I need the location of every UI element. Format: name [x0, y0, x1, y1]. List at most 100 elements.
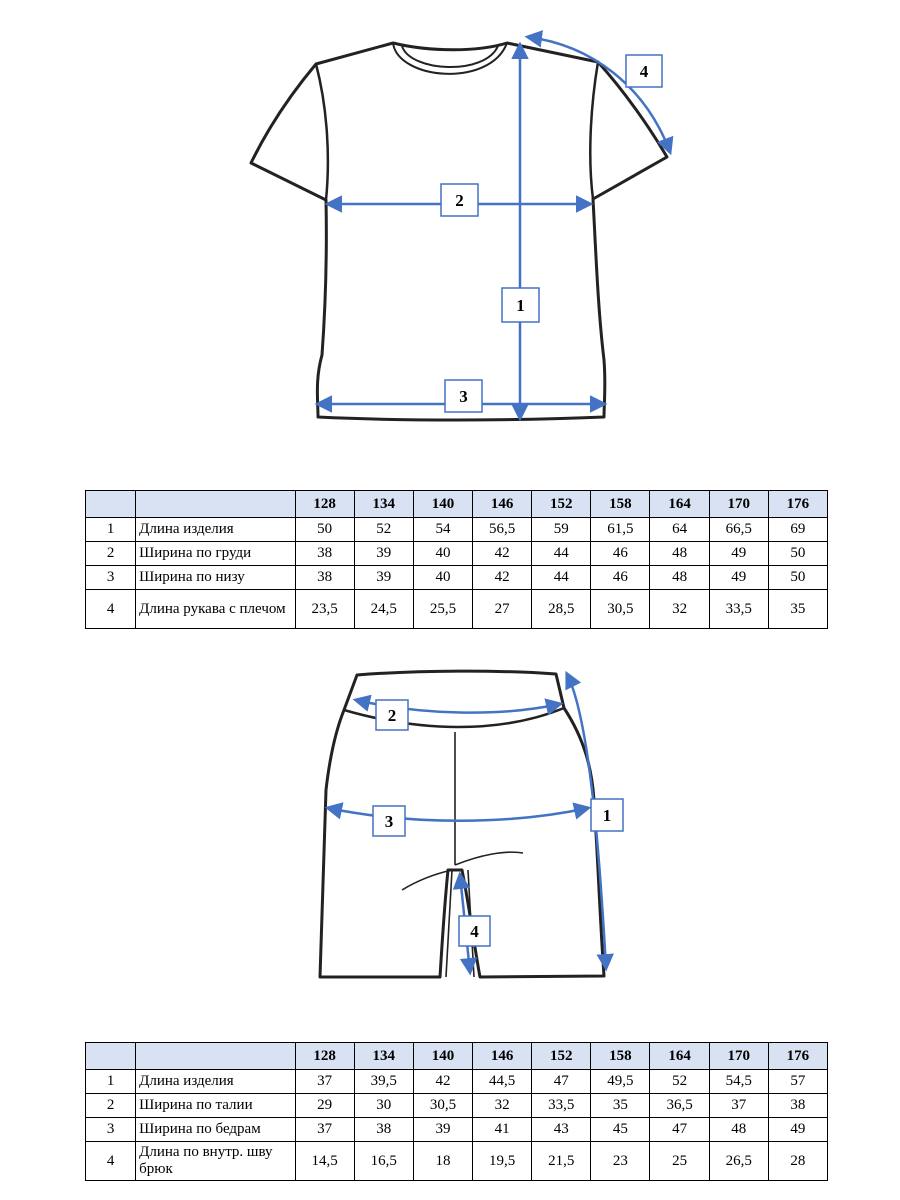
- table-row: 4 Длина по внутр. шву брюк 14,5 16,5 18 …: [84, 1141, 829, 1181]
- row-label: Длина изделия: [135, 517, 296, 542]
- size-header: 128: [294, 490, 355, 518]
- tshirt-callout-3: 3: [444, 379, 483, 413]
- size-header: 134: [353, 1042, 414, 1070]
- svg-text:2: 2: [455, 191, 464, 210]
- value-cell: 39: [412, 1117, 474, 1142]
- row-label: Ширина по бедрам: [135, 1117, 296, 1142]
- value-cell: 37: [294, 1117, 355, 1142]
- value-cell: 23: [590, 1141, 651, 1181]
- size-header: 164: [649, 1042, 710, 1070]
- table-row: 1 Длина изделия 37 39,5 42 44,5 47 49,5 …: [84, 1069, 829, 1094]
- value-cell: 35: [590, 1093, 651, 1118]
- size-header: 176: [767, 490, 829, 518]
- row-label: Ширина по низу: [135, 565, 296, 590]
- value-cell: 52: [353, 517, 414, 542]
- value-cell: 47: [531, 1069, 592, 1094]
- tshirt-size-table: 128 134 140 146 152 158 164 170 176 1 Дл…: [84, 490, 829, 629]
- value-cell: 28,5: [531, 589, 592, 629]
- header-name-cell: [135, 490, 296, 518]
- value-cell: 41: [472, 1117, 533, 1142]
- value-cell: 16,5: [353, 1141, 414, 1181]
- value-cell: 48: [708, 1117, 769, 1142]
- shorts-callout-3: 3: [372, 805, 406, 837]
- row-label: Длина рукава с плечом: [135, 589, 296, 629]
- tshirt-callout-1: 1: [501, 287, 540, 323]
- value-cell: 25: [649, 1141, 710, 1181]
- value-cell: 14,5: [294, 1141, 355, 1181]
- value-cell: 46: [590, 565, 651, 590]
- svg-text:1: 1: [603, 806, 612, 825]
- row-number: 3: [84, 565, 137, 590]
- value-cell: 35: [767, 589, 829, 629]
- size-header: 140: [412, 1042, 474, 1070]
- size-header: 146: [472, 490, 533, 518]
- svg-text:4: 4: [470, 922, 479, 941]
- shorts-waistband: [343, 706, 565, 729]
- size-header: 140: [412, 490, 474, 518]
- size-header: 158: [590, 490, 651, 518]
- shorts-size-table: 128 134 140 146 152 158 164 170 176 1 Дл…: [84, 1042, 829, 1181]
- size-header: 170: [708, 490, 769, 518]
- value-cell: 64: [649, 517, 710, 542]
- value-cell: 57: [767, 1069, 829, 1094]
- value-cell: 18: [412, 1141, 474, 1181]
- header-num-cell: [84, 490, 137, 518]
- svg-text:2: 2: [388, 706, 397, 725]
- value-cell: 23,5: [294, 589, 355, 629]
- tshirt-drawing: 1 2 3 4: [249, 30, 674, 422]
- row-label: Длина изделия: [135, 1069, 296, 1094]
- value-cell: 54: [412, 517, 474, 542]
- shorts-diagram: 1 2 3 4: [0, 660, 900, 990]
- value-cell: 19,5: [472, 1141, 533, 1181]
- value-cell: 21,5: [531, 1141, 592, 1181]
- table-row: 4 Длина рукава с плечом 23,5 24,5 25,5 2…: [84, 589, 829, 629]
- value-cell: 61,5: [590, 517, 651, 542]
- shorts-length-line: [565, 670, 614, 972]
- value-cell: 37: [294, 1069, 355, 1094]
- size-header: 164: [649, 490, 710, 518]
- tshirt-sleeve-line: [524, 30, 674, 156]
- size-header: 158: [590, 1042, 651, 1070]
- shorts-hips-line: [324, 802, 592, 822]
- value-cell: 50: [767, 565, 829, 590]
- size-header: 146: [472, 1042, 533, 1070]
- value-cell: 44,5: [472, 1069, 533, 1094]
- value-cell: 52: [649, 1069, 710, 1094]
- value-cell: 32: [472, 1093, 533, 1118]
- value-cell: 30,5: [590, 589, 651, 629]
- value-cell: 43: [531, 1117, 592, 1142]
- value-cell: 24,5: [353, 589, 414, 629]
- value-cell: 39,5: [353, 1069, 414, 1094]
- table-row: 1 Длина изделия 50 52 54 56,5 59 61,5 64…: [84, 517, 829, 542]
- shorts-callout-2: 2: [375, 699, 409, 731]
- size-header: 128: [294, 1042, 355, 1070]
- value-cell: 27: [472, 589, 533, 629]
- svg-text:3: 3: [459, 387, 468, 406]
- row-label: Длина по внутр. шву брюк: [135, 1141, 296, 1181]
- row-number: 1: [84, 1069, 137, 1094]
- svg-text:4: 4: [640, 62, 649, 81]
- table-row: 2 Ширина по груди 38 39 40 42 44 46 48 4…: [84, 541, 829, 566]
- value-cell: 28: [767, 1141, 829, 1181]
- table-row: 3 Ширина по бедрам 37 38 39 41 43 45 47 …: [84, 1117, 829, 1142]
- svg-text:1: 1: [516, 296, 525, 315]
- value-cell: 49,5: [590, 1069, 651, 1094]
- value-cell: 48: [649, 565, 710, 590]
- value-cell: 66,5: [708, 517, 769, 542]
- value-cell: 50: [767, 541, 829, 566]
- row-number: 3: [84, 1117, 137, 1142]
- table-header-row: 128 134 140 146 152 158 164 170 176: [84, 490, 829, 518]
- value-cell: 26,5: [708, 1141, 769, 1181]
- value-cell: 56,5: [472, 517, 533, 542]
- tshirt-collar: [392, 42, 508, 75]
- value-cell: 38: [767, 1093, 829, 1118]
- value-cell: 69: [767, 517, 829, 542]
- shorts-callout-4: 4: [458, 915, 491, 947]
- tshirt-outline: [249, 41, 669, 422]
- value-cell: 33,5: [708, 589, 769, 629]
- value-cell: 42: [472, 541, 533, 566]
- value-cell: 36,5: [649, 1093, 710, 1118]
- header-name-cell: [135, 1042, 296, 1070]
- value-cell: 54,5: [708, 1069, 769, 1094]
- value-cell: 25,5: [412, 589, 474, 629]
